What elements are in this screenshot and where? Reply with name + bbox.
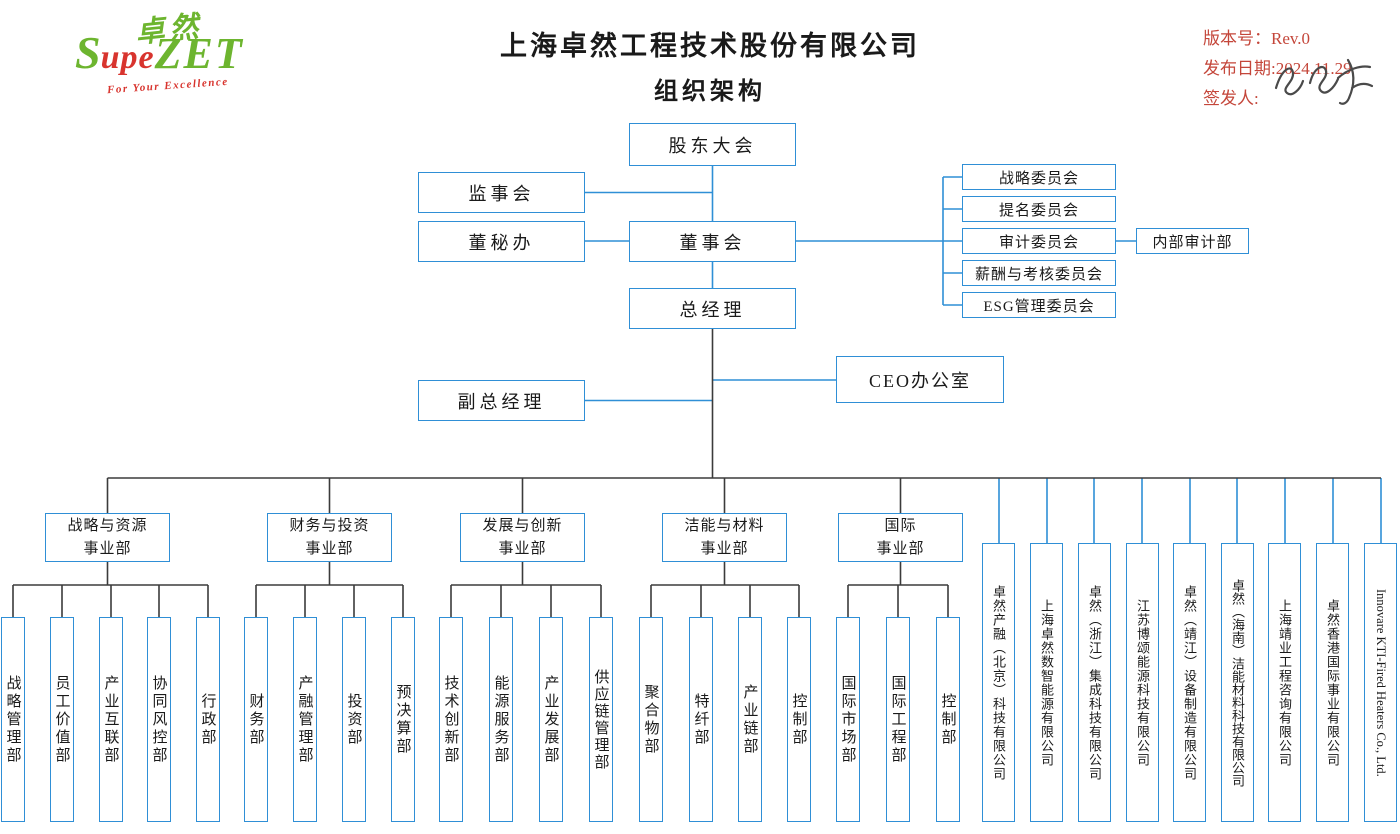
release-date-row: 发布日期:2024.11.29	[1203, 54, 1352, 84]
department-box: 国际工程部	[886, 617, 910, 822]
department-box: 预决算部	[391, 617, 415, 822]
division-strategy-resources: 战略与资源 事业部	[45, 513, 170, 562]
department-box: 能源服务部	[489, 617, 513, 822]
version-value: Rev.0	[1271, 29, 1311, 48]
department-box: 控制部	[936, 617, 960, 822]
subsidiary-box: 卓然产融（北京）科技有限公司	[982, 543, 1015, 822]
committee-audit: 审计委员会	[962, 228, 1116, 254]
division-international: 国际 事业部	[838, 513, 963, 562]
department-box: 投资部	[342, 617, 366, 822]
company-logo: 卓然 SupeZET For Your Excellence	[75, 6, 285, 98]
logo-brand-text: SupeZET	[75, 30, 244, 76]
division-label-line1: 战略与资源	[67, 518, 148, 534]
division-label-line2: 事业部	[305, 540, 354, 557]
department-box: 国际市场部	[836, 617, 860, 822]
division-cleanenergy-materials: 洁能与材料 事业部	[662, 513, 787, 562]
box-board-of-directors: 董事会	[629, 221, 796, 262]
department-box: 特纤部	[689, 617, 713, 822]
committee-strategy: 战略委员会	[962, 164, 1116, 190]
division-label-line2: 事业部	[700, 540, 749, 557]
chart-title: 组织架构	[654, 79, 766, 105]
box-general-manager: 总经理	[629, 288, 796, 329]
division-label-line1: 财务与投资	[289, 518, 370, 534]
box-board-secretary-office: 董秘办	[418, 221, 585, 262]
signer-label: 签发人:	[1203, 89, 1259, 108]
division-label-line1: 洁能与材料	[684, 518, 765, 534]
department-box: 行政部	[196, 617, 220, 822]
committee-nomination: 提名委员会	[962, 196, 1116, 222]
subsidiary-box: 上海靖业工程咨询有限公司	[1268, 543, 1301, 822]
division-finance-investment: 财务与投资 事业部	[267, 513, 392, 562]
department-box: 控制部	[787, 617, 811, 822]
department-box: 技术创新部	[439, 617, 463, 822]
release-date-label: 发布日期:	[1203, 59, 1276, 78]
committee-compensation-appraisal: 薪酬与考核委员会	[962, 260, 1116, 286]
box-internal-audit-dept: 内部审计部	[1136, 228, 1249, 254]
box-ceo-office: CEO办公室	[836, 356, 1004, 403]
division-label-line1: 发展与创新	[482, 518, 563, 534]
company-name-title: 上海卓然工程技术股份有限公司	[500, 31, 920, 61]
department-box: 员工价值部	[50, 617, 74, 822]
division-label-line1: 国际	[884, 518, 917, 534]
logo-letter-s: S	[75, 27, 101, 78]
subsidiary-box: 卓然（靖江）设备制造有限公司	[1173, 543, 1206, 822]
department-box: 产融管理部	[293, 617, 317, 822]
department-box: 产业链部	[738, 617, 762, 822]
logo-letters-zet: ZET	[154, 29, 244, 78]
signer-row: 签发人:	[1203, 84, 1352, 114]
box-shareholders-meeting: 股东大会	[629, 123, 796, 166]
committee-esg-management: ESG管理委员会	[962, 292, 1116, 318]
division-development-innovation: 发展与创新 事业部	[460, 513, 585, 562]
subsidiary-box: 上海卓然数智能源有限公司	[1030, 543, 1063, 822]
department-box: 协同风控部	[147, 617, 171, 822]
logo-tagline: For Your Excellence	[106, 75, 230, 97]
subsidiary-box: 江苏博颂能源科技有限公司	[1126, 543, 1159, 822]
page-title: 上海卓然工程技术股份有限公司 组织架构	[320, 0, 1100, 106]
department-box: 产业发展部	[539, 617, 563, 822]
version-row: 版本号：Rev.0	[1203, 24, 1352, 54]
department-box: 财务部	[244, 617, 268, 822]
version-label: 版本号：	[1203, 29, 1271, 48]
department-box: 供应链管理部	[589, 617, 613, 822]
subsidiary-box: 卓然（海南）洁能材料科技有限公司	[1221, 543, 1254, 822]
document-meta: 版本号：Rev.0 发布日期:2024.11.29 签发人:	[1203, 24, 1352, 114]
division-label-line2: 事业部	[498, 540, 547, 557]
department-box: 聚合物部	[639, 617, 663, 822]
department-box: 产业互联部	[99, 617, 123, 822]
box-deputy-general-manager: 副总经理	[418, 380, 585, 421]
department-box: 战略管理部	[1, 617, 25, 822]
subsidiary-box: 卓然（浙江）集成科技有限公司	[1078, 543, 1111, 822]
signature-scribble	[1274, 58, 1374, 105]
subsidiary-box: Innovare KTI-Fired Heaters Co., Ltd.	[1364, 543, 1397, 822]
logo-letters-upe: upe	[100, 39, 155, 76]
subsidiary-box: 卓然香港国际事业有限公司	[1316, 543, 1349, 822]
division-label-line2: 事业部	[83, 540, 132, 557]
release-date-value: 2024.11.29	[1275, 59, 1352, 78]
division-label-line2: 事业部	[876, 540, 925, 557]
box-supervisory-board: 监事会	[418, 172, 585, 213]
